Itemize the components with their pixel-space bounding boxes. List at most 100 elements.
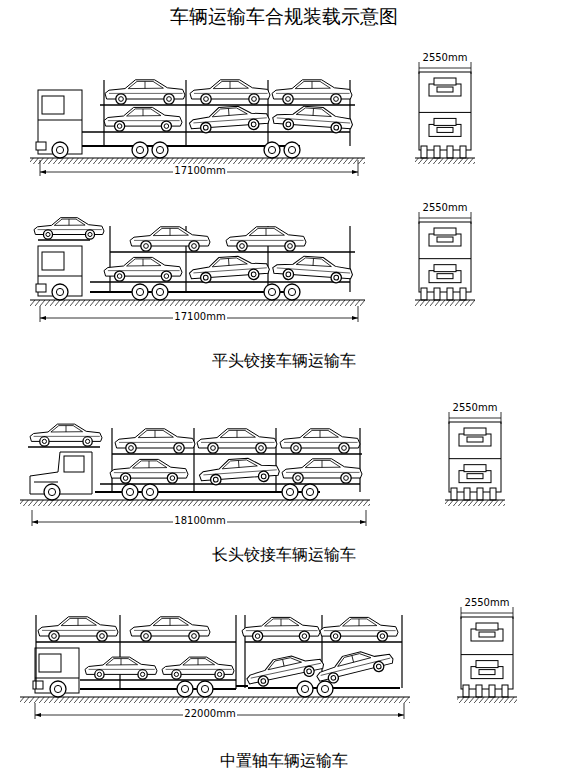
car-front-body (429, 84, 461, 96)
sedan-car (197, 429, 277, 453)
wheel-hub (286, 97, 291, 102)
wheel (302, 484, 318, 500)
wheel (167, 473, 177, 483)
wheel-hub (181, 685, 188, 692)
wheel-hub (217, 672, 221, 676)
frame-line (366, 510, 367, 526)
frame-line (36, 641, 236, 643)
wheel (253, 631, 263, 641)
wheel (85, 230, 94, 239)
frame-line (30, 299, 365, 300)
sedan-car (242, 617, 320, 641)
rear-wheel (451, 488, 457, 500)
car-front-window (476, 661, 498, 668)
car-window (106, 659, 138, 665)
diagram-title: 车辆运输车合规装载示意图 (169, 6, 399, 28)
wheel-hub (164, 124, 169, 129)
wheel (50, 681, 66, 697)
sedan-car (272, 254, 354, 284)
wheel (331, 272, 342, 283)
rear-frame (449, 422, 501, 492)
sedan-car (198, 456, 280, 486)
rear-wheel (464, 488, 470, 500)
wheel-hub (203, 275, 208, 280)
wheel-hub (85, 439, 89, 443)
car-window (213, 81, 248, 88)
ground-hatch (30, 158, 365, 164)
wheel (331, 631, 341, 641)
wheel (83, 437, 92, 446)
wheel (201, 94, 211, 104)
frame-line (20, 696, 410, 697)
truck-cab (30, 452, 92, 494)
wheel-hub (123, 476, 128, 481)
wheel-hub (140, 672, 144, 676)
frame-line (34, 482, 58, 483)
sedan-car (188, 254, 270, 284)
frame-line (35, 703, 36, 719)
bumper (36, 284, 46, 292)
car-window (128, 81, 163, 88)
car-window (265, 619, 299, 626)
car-front-body (429, 234, 461, 246)
car-front-body (429, 271, 461, 283)
cab-window (39, 654, 61, 672)
car-window (212, 107, 248, 117)
frame-line (358, 160, 359, 176)
rear-wheel (460, 146, 466, 158)
sedan-car (130, 227, 210, 251)
wheel (377, 631, 387, 641)
frame-line (35, 615, 36, 689)
wheel-hub (288, 146, 295, 153)
wheel (52, 284, 68, 300)
wheel (177, 681, 193, 697)
frame-line (238, 460, 240, 467)
wheel-hub (334, 97, 339, 102)
wheel (317, 681, 333, 697)
car-front-window (434, 265, 456, 272)
frame-line (471, 62, 472, 74)
car-window (343, 619, 377, 626)
sedan-car (85, 657, 157, 679)
car-front-body (471, 629, 503, 641)
sedan-car (320, 617, 398, 641)
ground-hatch (415, 300, 475, 306)
wheel-hub (192, 634, 197, 639)
car-grille (437, 274, 453, 279)
wheel (264, 284, 280, 300)
panel-caption: 中置轴车辆运输车 (219, 752, 349, 770)
wheel-hub (129, 446, 134, 451)
wheel (210, 474, 221, 485)
rear-wheel (447, 146, 453, 158)
wheel-hub (126, 488, 133, 495)
wheel-hub (334, 125, 339, 130)
frame-line (198, 659, 199, 665)
frame-line (38, 120, 82, 121)
wheel (122, 484, 138, 500)
wheel-hub (376, 664, 382, 670)
car-window (296, 257, 332, 267)
wheel-hub (294, 446, 299, 451)
car-window (267, 656, 302, 670)
sedan-car (34, 218, 104, 239)
wheel-hub (211, 446, 216, 451)
cab-window (64, 456, 84, 472)
frame-line (445, 499, 505, 500)
wheel (138, 670, 147, 679)
wheel (52, 142, 68, 158)
wheel-hub (52, 634, 57, 639)
wheel-hub (268, 288, 275, 295)
rear-wheel (421, 146, 427, 158)
frame-line (313, 258, 315, 265)
frame-line (119, 615, 120, 689)
frame-line (170, 228, 171, 235)
wheel-hub (286, 122, 291, 127)
wheel-hub (306, 669, 311, 674)
rear-wheel (421, 288, 427, 300)
frame-line (235, 615, 236, 689)
car-grille (437, 87, 453, 92)
wheel-hub (97, 672, 101, 676)
car-window (212, 257, 248, 267)
sedan-car (104, 107, 182, 131)
frame-line (415, 299, 475, 300)
